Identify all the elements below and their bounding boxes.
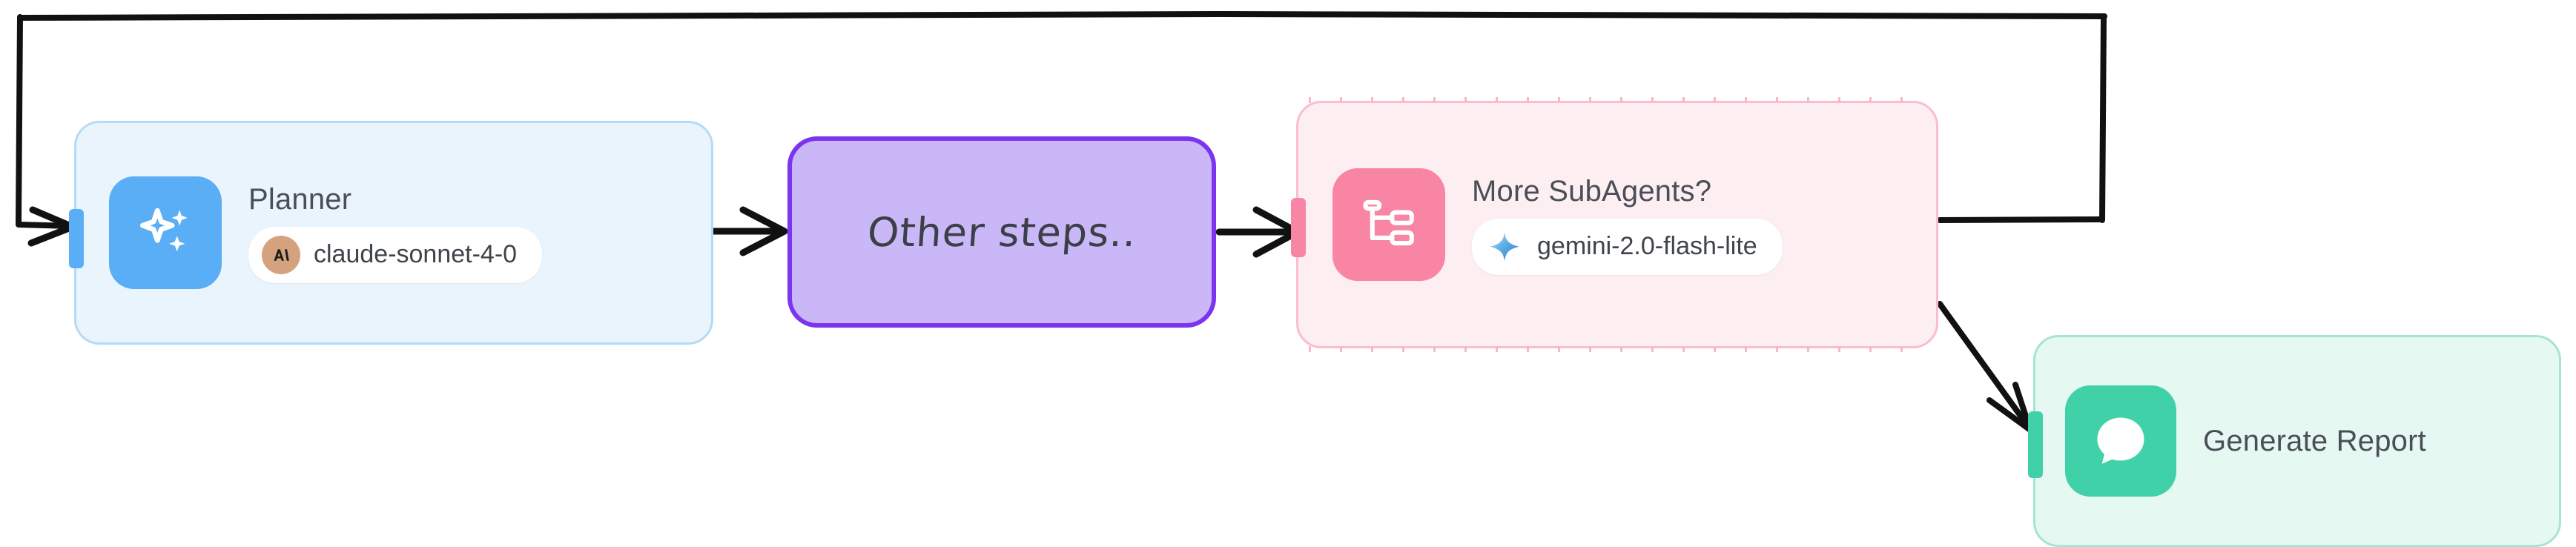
node-generate-report[interactable]: Generate Report (2028, 335, 2561, 547)
planner-model-name: claude-sonnet-4-0 (314, 240, 518, 268)
sparkles-icon (109, 176, 222, 289)
subagents-body: More SubAgents? gemini-2 (1472, 175, 1783, 275)
subagents-target-handle[interactable] (1291, 198, 1306, 257)
chat-bubble-icon (2065, 385, 2176, 497)
node-planner[interactable]: Planner claude-sonnet-4-0 (69, 121, 713, 345)
planner-title: Planner (248, 182, 352, 216)
gemini-sparkle-icon (1485, 228, 1524, 266)
hierarchy-icon (1332, 168, 1445, 281)
planner-body: Planner claude-sonnet-4-0 (248, 182, 543, 283)
subagents-bottom-ticks (1309, 346, 1926, 352)
subagents-model-pill[interactable]: gemini-2.0-flash-lite (1472, 218, 1783, 275)
subagents-model-name: gemini-2.0-flash-lite (1537, 232, 1757, 260)
edge-planner-to-other-steps[interactable] (702, 206, 788, 256)
subagents-title: More SubAgents? (1472, 174, 1712, 208)
node-more-subagents[interactable]: More SubAgents? gemini-2 (1291, 97, 1938, 352)
edge-other-steps-to-subagents[interactable] (1215, 206, 1301, 258)
anthropic-logo-icon (262, 235, 300, 274)
other-steps-label: Other steps.. (865, 208, 1138, 256)
subagents-top-ticks (1309, 97, 1926, 103)
generate-report-title: Generate Report (2203, 424, 2426, 457)
node-other-steps[interactable]: Other steps.. (787, 136, 1216, 328)
generate-report-target-handle[interactable] (2028, 411, 2043, 478)
planner-model-pill[interactable]: claude-sonnet-4-0 (248, 226, 543, 283)
planner-target-handle[interactable] (69, 209, 84, 268)
edge-subagents-to-generate-report[interactable] (1937, 301, 2033, 433)
